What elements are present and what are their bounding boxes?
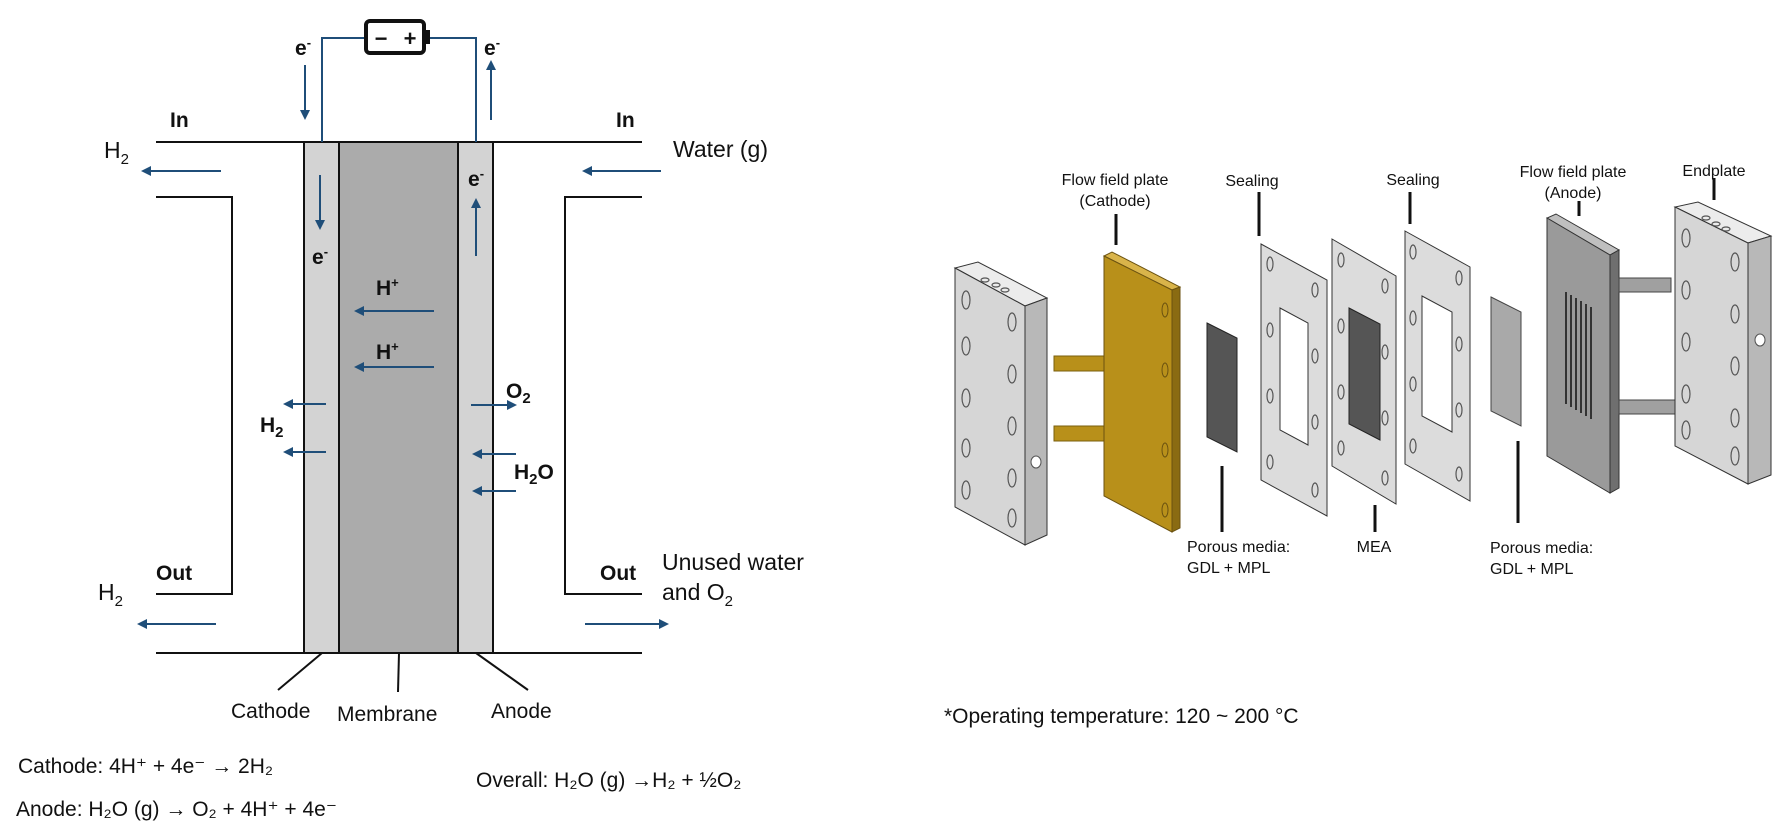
h2-bottom-symbol: H [98,579,115,605]
cathode-leader [277,652,323,691]
anode-equation: Anode: H₂O (g) → O₂ + 4H⁺ + 4e⁻ [16,798,337,821]
unused-water-line2-text: and O [662,579,725,605]
flow-field-cathode-label-2: (Cathode) [1079,193,1150,210]
h2-top-subscript: 2 [121,151,129,168]
inlet-label-left: In [170,109,189,132]
cathode-label: Cathode [231,700,310,723]
sealing-label-1: Sealing [1225,173,1278,190]
h2-outlet-top-label: H2 [104,137,129,168]
proton-1-sup: + [391,275,399,290]
h2-mid-subscript: 2 [275,424,283,441]
cathode-equation: Cathode: 4H⁺ + 4e⁻ → 2H₂ [18,755,273,778]
porous-media-1-label-line2: GDL + MPL [1187,560,1271,577]
electron-label-top-right: e- [484,35,500,60]
overall-equation: Overall: H₂O (g) →H₂ + ½O₂ [476,769,741,792]
proton-1-symbol: H [376,277,391,300]
electron-top-right-sup: - [496,35,500,50]
assembly-leaders [1114,178,1716,532]
electron-label-anode: e- [468,166,484,191]
water-inlet-label: Water (g) [673,136,768,162]
porous-media-2 [1490,296,1522,427]
flow-field-anode-label-1: Flow field plate [1520,164,1627,181]
h2o-h: H [514,461,529,484]
inlet-label-right: In [616,109,635,132]
electron-anode-sup: - [480,166,484,181]
outlet-label-right: Out [600,562,636,585]
h2-bottom-subscript: 2 [115,593,123,610]
left-inner-wall [156,196,233,595]
proton-label-1: H+ [376,275,399,300]
unused-water-line2-subscript: 2 [725,593,733,610]
mea [1331,238,1397,505]
h2o-o: O [538,461,554,484]
electron-top-right-symbol: e [484,37,496,60]
circuit-wire-right [427,37,477,142]
flow-field-plate-anode [1545,213,1621,494]
unused-water-label-line1: Unused water [662,549,804,575]
porous-media-1-label-line1: Porous media: [1187,539,1290,556]
membrane [338,141,459,654]
h2-label: H2 [260,414,284,441]
battery-icon: − + [364,19,430,55]
anode-label: Anode [491,700,552,723]
electron-label-cathode: e- [312,244,328,269]
porous-media-1 [1206,322,1238,453]
electron-label-top-left: e- [295,35,311,60]
outlet-label-left: Out [156,562,192,585]
flow-field-cathode-label-1: Flow field plate [1062,172,1169,189]
proton-2-symbol: H [376,341,391,364]
circuit-wire-left [321,37,364,142]
mea-label: MEA [1357,539,1392,556]
right-inner-wall [564,196,642,595]
operating-temperature-note: *Operating temperature: 120 ~ 200 °C [944,705,1299,728]
battery-minus: − [375,26,388,51]
sealing-label-2: Sealing [1386,172,1439,189]
h2-outlet-bottom-label: H2 [98,579,123,610]
unused-water-label-line2: and O2 [662,579,733,610]
cell-diagram: − + In In Out Out H2 H2 Water (g) [16,19,804,821]
endplate-label: Endplate [1682,163,1745,180]
endplate-right [1673,201,1773,485]
o2-symbol: O [506,380,522,403]
h2o-subscript: 2 [529,471,537,488]
membrane-leader [397,652,400,693]
stack-assembly: Flow field plate (Cathode) Sealing Seali… [944,163,1773,728]
sealing-2 [1404,230,1471,502]
o2-label: O2 [506,380,531,407]
cathode-electrode [303,141,340,654]
electron-cathode-sup: - [324,244,328,259]
proton-label-2: H+ [376,339,399,364]
porous-media-2-label-line2: GDL + MPL [1490,561,1574,578]
electron-top-left-sup: - [307,35,311,50]
battery-plus: + [404,26,417,51]
o2-subscript: 2 [522,390,530,407]
sealing-1 [1260,243,1328,517]
flow-field-anode-label-2: (Anode) [1545,185,1602,202]
electron-anode-symbol: e [468,168,480,191]
electron-top-left-symbol: e [295,37,307,60]
flow-field-plate-cathode [1102,251,1182,533]
proton-2-sup: + [391,339,399,354]
electron-cathode-symbol: e [312,246,324,269]
h2-mid-symbol: H [260,414,275,437]
endplate-left [953,261,1049,546]
membrane-label: Membrane [337,703,437,726]
h2-top-symbol: H [104,137,121,163]
porous-media-2-label-line1: Porous media: [1490,540,1593,557]
h2o-label: H2O [514,461,554,488]
anode-leader [475,652,529,691]
